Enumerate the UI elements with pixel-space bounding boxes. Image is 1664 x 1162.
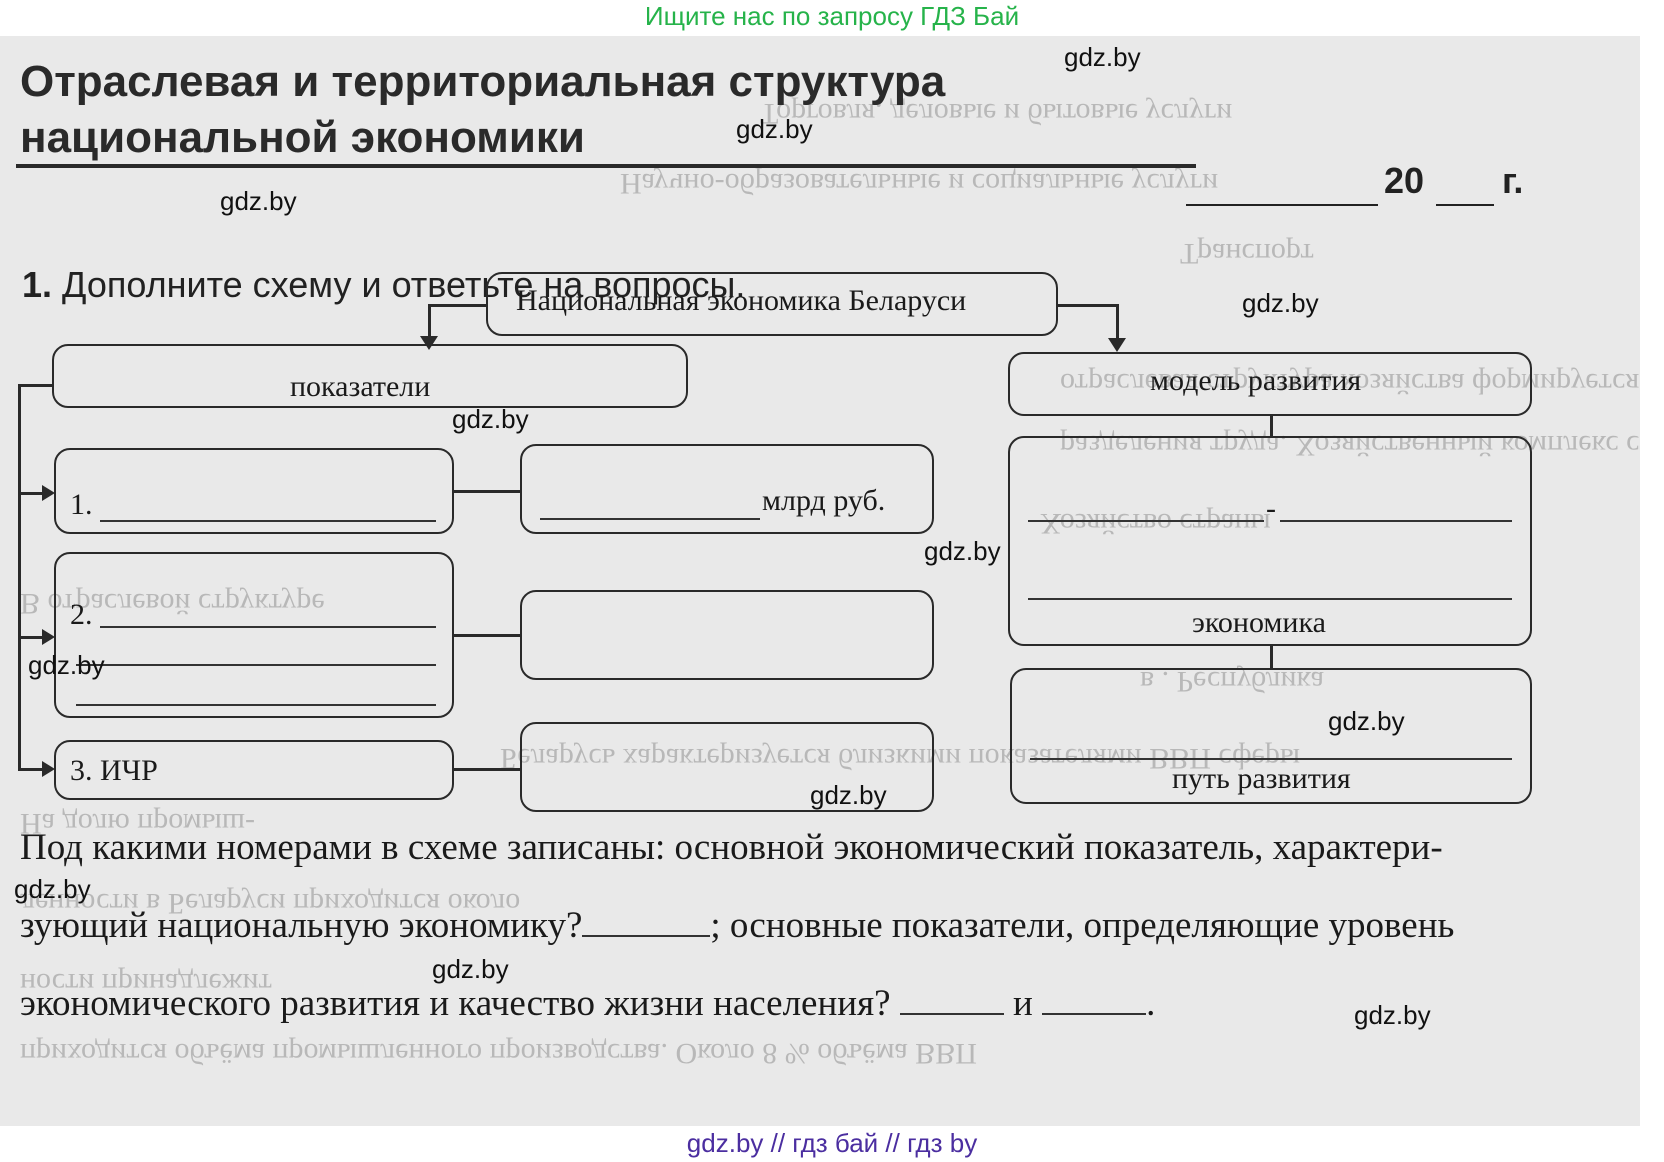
connector-line: [18, 384, 52, 387]
indicator-2-answer-line[interactable]: [76, 704, 436, 706]
indicator-1-unit: млрд руб.: [762, 484, 886, 517]
workbook-page: Торговля, деловые и бытовые услуги Научн…: [0, 36, 1640, 1126]
economy-label: экономика: [1192, 606, 1326, 639]
indicators-header-label: показатели: [290, 370, 431, 403]
development-path-box: [1010, 668, 1532, 804]
watermark: gdz.by: [432, 954, 509, 984]
connector-line: [1270, 646, 1273, 668]
watermark: gdz.by: [14, 874, 91, 904]
bleed-through-text: Транспорт: [1180, 237, 1314, 270]
economy-answer-line[interactable]: [1028, 520, 1264, 522]
indicator-2-answer-line[interactable]: [76, 664, 436, 666]
watermark: gdz.by: [924, 536, 1001, 566]
development-path-label: путь развития: [1172, 762, 1351, 795]
indicator-2-answer-line[interactable]: [100, 626, 436, 628]
bleed-through-text: Научно-образовательные и социальные услу…: [620, 167, 1219, 200]
indicator-3-box: [54, 740, 454, 800]
answer-blank-indicator-b[interactable]: [1042, 983, 1147, 1015]
watermark: gdz.by: [1242, 288, 1319, 318]
question-line-2: зующий национальную экономику?; основные…: [20, 905, 1455, 946]
bottom-banner: gdz.by // гдз бай // гдз by: [686, 1128, 978, 1158]
watermark: gdz.by: [810, 780, 887, 810]
date-day-blank: [1186, 204, 1378, 206]
date-year-suffix: г.: [1502, 160, 1524, 201]
scheme-root-box: [486, 272, 1058, 336]
watermark: gdz.by: [220, 186, 297, 216]
indicator-2-value-box: [520, 590, 934, 680]
indicator-1-value-box: [520, 444, 934, 534]
task-text: Дополните схему и ответьте на вопросы.: [62, 264, 746, 305]
section-title: Отраслевая и территориальная структура н…: [20, 57, 946, 162]
indicator-1-value-answer-line[interactable]: [540, 518, 760, 520]
watermark: gdz.by: [736, 114, 813, 144]
task-number: 1.: [22, 264, 53, 305]
indicator-1-label: 1.: [70, 488, 93, 521]
indicator-2-box: [54, 552, 454, 718]
economy-box: [1008, 436, 1532, 646]
connector-line: [454, 768, 520, 771]
watermark: gdz.by: [452, 404, 529, 434]
watermark: gdz.by: [1064, 42, 1141, 72]
arrow-down-icon: [1108, 338, 1126, 352]
arrow-down-icon: [420, 336, 438, 350]
indicator-1-box: [54, 448, 454, 534]
connector-line: [454, 490, 520, 493]
indicator-3-value-box: [520, 722, 934, 812]
connector-line: [428, 304, 486, 307]
indicator-2-label: 2.: [70, 598, 93, 631]
arrow-right-icon: [42, 485, 55, 501]
economy-answer-line[interactable]: [1280, 520, 1512, 522]
answer-blank-main-indicator[interactable]: [582, 905, 711, 937]
connector-line: [454, 634, 520, 637]
bleed-through-text: приходится объёма промышленного производ…: [20, 1037, 977, 1070]
arrow-right-icon: [42, 761, 55, 777]
question-line-1: Под какими номерами в схеме записаны: ос…: [20, 827, 1443, 868]
connector-line: [18, 492, 44, 495]
economy-answer-line[interactable]: [1028, 598, 1512, 600]
model-header-label: модель развития: [1150, 364, 1362, 397]
watermark: gdz.by: [1354, 1000, 1431, 1030]
indicators-header-box: [52, 344, 688, 408]
indicator-3-label: 3. ИЧР: [70, 754, 158, 787]
date-year-prefix: 20: [1384, 160, 1425, 201]
answer-blank-indicator-a[interactable]: [899, 983, 1004, 1015]
task-heading: 1. Дополните схему и ответьте на вопросы…: [22, 264, 745, 306]
connector-line: [428, 304, 431, 340]
top-banner: Ищите нас по запросу ГДЗ Бай: [644, 1, 1020, 31]
connector-line: [1058, 304, 1118, 307]
title-underline: [16, 164, 1196, 168]
watermark: gdz.by: [28, 650, 105, 680]
connector-line: [18, 636, 44, 639]
date-year-blank: [1436, 204, 1494, 206]
indicator-1-answer-line[interactable]: [100, 520, 436, 522]
connector-line: [1116, 304, 1119, 342]
question-line-3: экономического развития и качество жизни…: [20, 983, 1156, 1024]
connector-line: [18, 768, 44, 771]
economy-dash: -: [1266, 492, 1276, 525]
model-header-box: [1008, 352, 1532, 416]
connector-line: [18, 384, 21, 770]
connector-line: [1270, 416, 1273, 436]
arrow-right-icon: [42, 629, 55, 645]
scheme-root-label: Национальная экономика Беларуси: [516, 284, 967, 317]
watermark: gdz.by: [1328, 706, 1405, 736]
development-path-answer-line[interactable]: [1030, 758, 1512, 760]
